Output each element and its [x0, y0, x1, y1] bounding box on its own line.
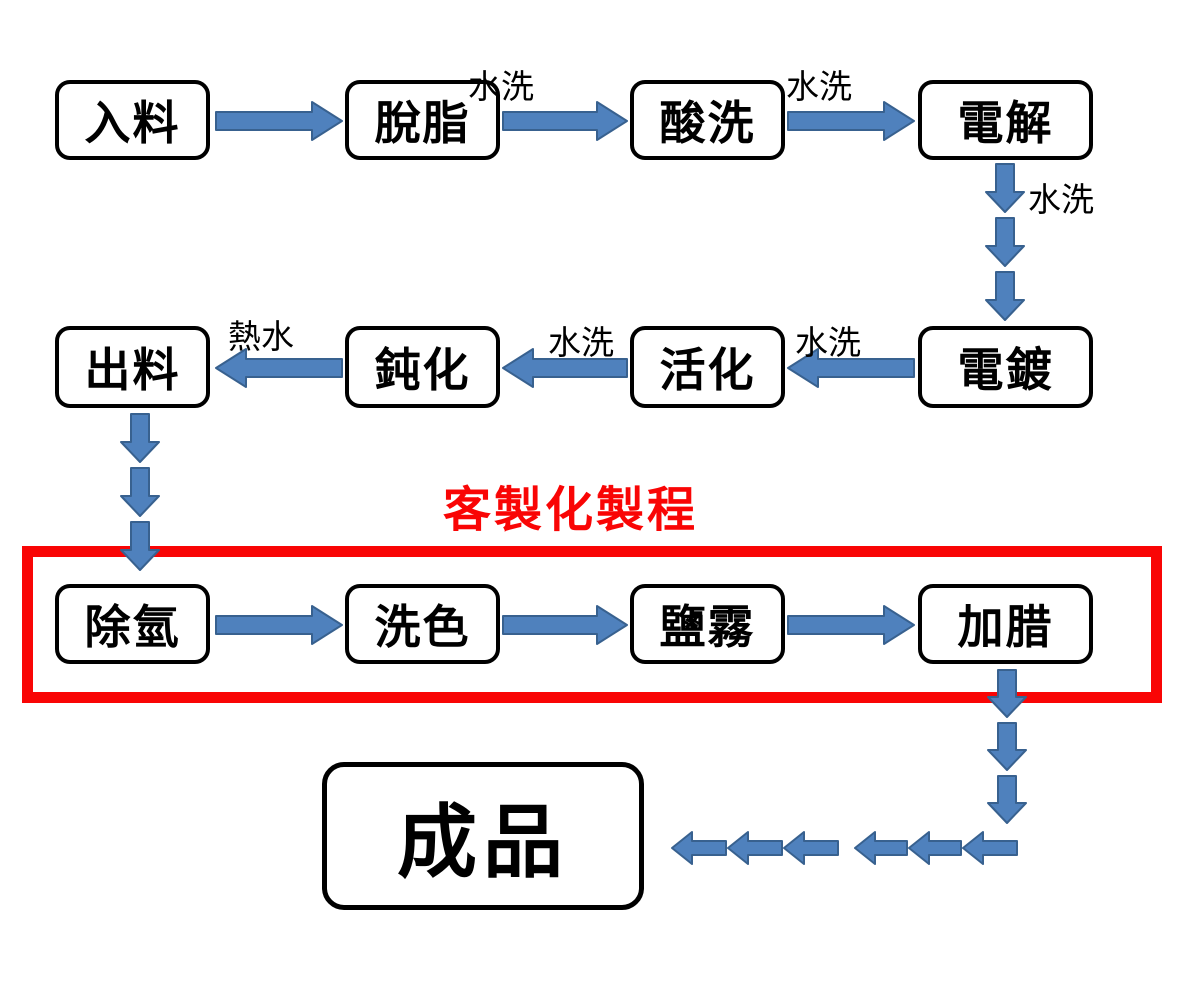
node-color-wash: 洗色 — [345, 584, 500, 664]
arrow-degrease-to-acid-wash — [502, 101, 628, 141]
arrow-output-down-1 — [120, 413, 160, 463]
node-passivation: 鈍化 — [345, 326, 500, 408]
node-electroplating: 電鍍 — [918, 326, 1093, 408]
edge-label-water-wash-1: 水洗 — [468, 68, 534, 105]
node-electrolysis: 電解 — [918, 80, 1093, 160]
edge-label-water-wash-4: 水洗 — [795, 324, 861, 361]
arrow-electrolysis-down-3 — [985, 271, 1025, 321]
arrow-input-to-degrease — [215, 101, 343, 141]
arrow-to-product-3 — [854, 831, 908, 865]
node-dehydrogenation: 除氫 — [55, 584, 210, 664]
arrow-to-product-2 — [908, 831, 962, 865]
node-salt-spray: 鹽霧 — [630, 584, 785, 664]
node-waxing: 加腊 — [918, 584, 1093, 664]
arrow-electrolysis-down-1 — [985, 163, 1025, 213]
arrow-waxing-down-2 — [987, 722, 1027, 771]
edge-label-water-wash-2: 水洗 — [786, 68, 852, 105]
arrow-waxing-down-3 — [987, 775, 1027, 824]
edge-label-hot-water: 熱水 — [228, 318, 294, 355]
node-output-material: 出料 — [55, 326, 210, 408]
node-acid-wash: 酸洗 — [630, 80, 785, 160]
node-activation: 活化 — [630, 326, 785, 408]
customized-process-frame — [22, 546, 1162, 703]
arrow-to-product-1 — [962, 831, 1018, 865]
customized-process-title: 客製化製程 — [443, 484, 699, 537]
arrow-acid-wash-to-electrolysis — [787, 101, 915, 141]
arrow-to-product-5 — [727, 831, 783, 865]
arrow-to-product-6 — [671, 831, 727, 865]
arrow-electrolysis-down-2 — [985, 217, 1025, 267]
edge-label-water-wash-5: 水洗 — [548, 324, 614, 361]
node-finished-product: 成品 — [322, 762, 644, 910]
arrow-to-product-4 — [783, 831, 839, 865]
node-degrease: 脫脂 — [345, 80, 500, 160]
arrow-output-down-2 — [120, 467, 160, 517]
node-input-material: 入料 — [55, 80, 210, 160]
edge-label-water-wash-3: 水洗 — [1028, 181, 1094, 218]
